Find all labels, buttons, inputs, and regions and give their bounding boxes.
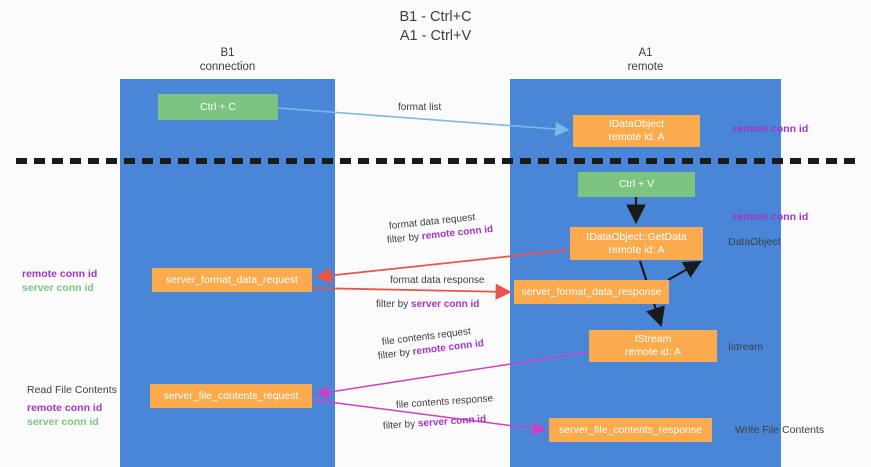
node-istream-remote-id: remote id: A [624, 346, 682, 358]
edge-label-format-list: format list [398, 101, 441, 114]
node-getdata-label: IDataObject::GetData [586, 230, 687, 243]
title-line-1: B1 - Ctrl+C [399, 9, 472, 25]
edge-label-format-data-response-filter: filter by server conn id [376, 298, 479, 311]
filter-key-server-conn-id: server conn id [417, 413, 487, 430]
annotation-write-file-contents-text: Write File Contents [735, 424, 825, 436]
title-line-2: A1 - Ctrl+V [399, 28, 472, 44]
node-ctrl-v-label: Ctrl + V [618, 178, 655, 190]
annotation-istream-text: Istream [728, 341, 764, 353]
node-ctrl-c[interactable]: Ctrl + C [158, 94, 278, 120]
annotation-read-file-contents-text: Read File Contents [27, 384, 117, 396]
edge-label-file-contents-response-filter: filter by server conn id [383, 413, 487, 433]
node-server-format-data-response-label: server_format_data_response [521, 285, 662, 298]
node-idataobject[interactable]: IDataObject remote id: A [573, 115, 700, 147]
lane-header-a1: A1 remote [510, 46, 781, 74]
annotation-dataobject: DataObject [728, 236, 781, 250]
node-server-format-data-request[interactable]: server_format_data_request [152, 268, 312, 292]
node-server-file-contents-request[interactable]: server_file_contents_request [150, 384, 312, 408]
annotation-remote-conn-id-mid: remote conn id [733, 211, 808, 225]
annotation-istream: Istream [728, 341, 763, 355]
node-istream[interactable]: IStream remote id: A [589, 330, 717, 362]
node-server-file-contents-response[interactable]: server_file_contents_response [549, 418, 712, 442]
annotation-left-server-conn-id-2: server conn id [27, 415, 99, 428]
annotation-dataobject-text: DataObject [728, 236, 781, 248]
node-idataobject-remote-id: remote id: A [608, 131, 665, 143]
node-server-file-contents-request-label: server_file_contents_request [163, 389, 299, 402]
annotation-remote-conn-id-top-text: remote conn id [733, 123, 809, 135]
filter-prefix: filter by [376, 299, 412, 310]
annotation-left-server-conn-id: server conn id [22, 281, 94, 294]
edge-label-file-contents-response-text: file contents response [395, 393, 494, 411]
edge-label-format-data-response-text: format data response [390, 275, 485, 286]
annotation-remote-conn-id-mid-text: remote conn id [733, 211, 809, 223]
lane-header-a1-subtitle: remote [627, 61, 664, 73]
node-ctrl-v[interactable]: Ctrl + V [578, 172, 695, 197]
annotation-left-remote-conn-id-2: remote conn id [27, 402, 103, 414]
node-ctrl-c-label: Ctrl + C [200, 100, 236, 113]
lane-header-b1: B1 connection [120, 46, 335, 74]
annotation-left-conn-ids-top: remote conn id server conn id [22, 268, 97, 295]
filter-prefix: filter by [377, 346, 414, 362]
node-idataobject-label: IDataObject [608, 118, 665, 130]
node-getdata-remote-id: remote id: A [608, 243, 665, 256]
node-server-format-data-response[interactable]: server_format_data_response [514, 280, 669, 304]
filter-prefix: filter by [386, 231, 423, 246]
lane-header-b1-subtitle: connection [199, 61, 256, 73]
node-server-file-contents-response-label: server_file_contents_response [558, 423, 702, 436]
filter-key-server-conn-id: server conn id [411, 299, 480, 310]
lane-header-a1-name: A1 [638, 47, 653, 59]
node-idataobject-getdata[interactable]: IDataObject::GetData remote id: A [570, 227, 703, 260]
annotation-remote-conn-id-top: remote conn id [733, 123, 808, 137]
edge-label-format-list-text: format list [398, 102, 442, 113]
annotation-left-conn-ids-bottom: remote conn id server conn id [27, 402, 102, 429]
lane-header-b1-name: B1 [220, 47, 235, 59]
arrow-format-data-response [311, 283, 512, 300]
node-istream-label: IStream [634, 333, 672, 345]
annotation-read-file-contents: Read File Contents [27, 384, 117, 398]
node-server-format-data-request-label: server_format_data_request [166, 273, 298, 286]
annotation-left-remote-conn-id: remote conn id [22, 268, 98, 280]
filter-prefix: filter by [382, 418, 419, 432]
page-title: B1 - Ctrl+C A1 - Ctrl+V [0, 8, 871, 46]
annotation-write-file-contents: Write File Contents [735, 424, 824, 438]
edge-label-format-data-response: format data response [390, 274, 485, 287]
edge-label-file-contents-response: file contents response [396, 392, 494, 412]
